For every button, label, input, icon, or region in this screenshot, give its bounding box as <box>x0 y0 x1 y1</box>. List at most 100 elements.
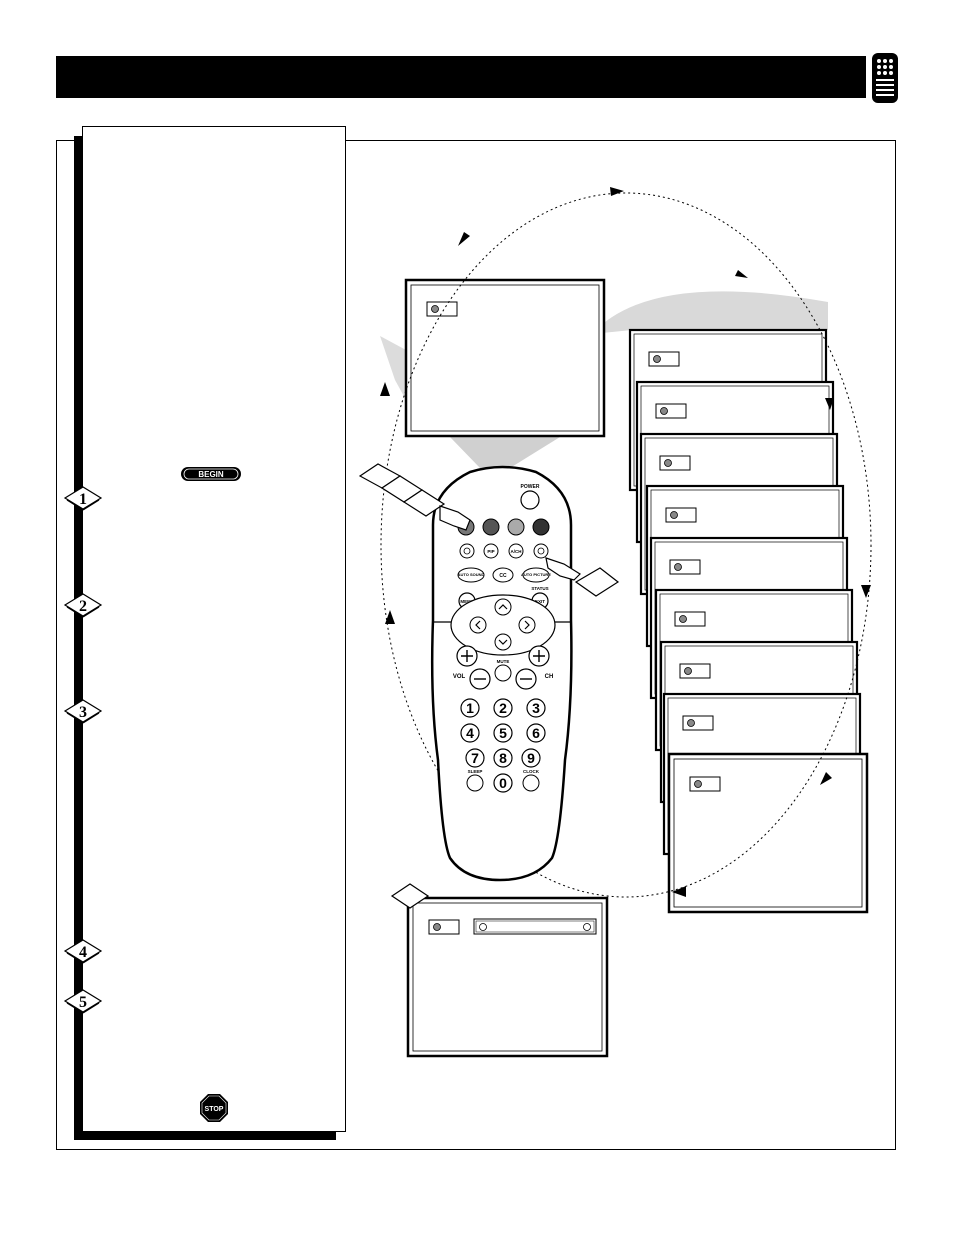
begin-badge: BEGIN <box>181 467 241 481</box>
sleep-button[interactable] <box>466 774 484 792</box>
instruction-panel <box>82 126 346 1132</box>
digit-label: 0 <box>499 775 507 791</box>
digit-label: 9 <box>527 750 535 766</box>
smart-sound-button[interactable] <box>459 543 475 559</box>
green-button[interactable] <box>482 518 500 536</box>
light-beam-right <box>592 291 828 334</box>
pointer-tab-right <box>574 567 620 597</box>
arrow-bottom <box>672 886 686 897</box>
arrow-right-mid <box>825 398 834 410</box>
stop-text: STOP <box>205 1106 224 1113</box>
step-number: 1 <box>79 491 87 508</box>
sleep-label: SLEEP <box>468 769 483 774</box>
digit-button[interactable] <box>493 773 513 793</box>
plus-icon <box>533 650 545 662</box>
step-number: 2 <box>79 598 87 615</box>
digit-label: 3 <box>532 700 540 716</box>
plus-icon <box>461 650 473 662</box>
mute-label: MUTE <box>497 659 510 664</box>
auto-sound-label: AUTO SOUND <box>458 572 485 577</box>
title-bar <box>56 56 866 98</box>
digit-button[interactable] <box>460 698 480 718</box>
arrow-left-upper <box>380 382 390 396</box>
step-marker: 2 <box>63 593 103 618</box>
digit-label: 8 <box>499 750 507 766</box>
cc-button[interactable] <box>492 567 514 583</box>
arrow-top-left <box>458 232 470 246</box>
step-marker: 5 <box>63 989 103 1014</box>
nav-left-button[interactable] <box>469 616 487 634</box>
remote-control: POWER PIP A/CH AUTO SOUND CC AUTO PICTUR… <box>430 465 573 882</box>
digit-button[interactable] <box>460 723 480 743</box>
blue-button[interactable] <box>532 518 550 536</box>
digit-button[interactable] <box>465 748 485 768</box>
step-number: 3 <box>79 704 87 721</box>
pointer-tab-bottom <box>390 883 430 909</box>
auto-picture-label: AUTO PICTURE <box>521 572 551 577</box>
smart-sound-icon <box>463 547 471 555</box>
pointing-hand-icon <box>545 557 581 581</box>
tv-screen-bottom <box>406 896 609 1058</box>
nav-up-button[interactable] <box>494 598 512 616</box>
arrow-top <box>610 187 624 196</box>
step-marker: 4 <box>63 939 103 964</box>
yellow-button[interactable] <box>507 518 525 536</box>
av-button[interactable] <box>508 543 524 559</box>
ch-label: CH <box>545 674 554 680</box>
pip-label: PIP <box>487 549 494 554</box>
number-keypad: 1 2 3 4 5 6 7 8 9 0 <box>460 698 546 793</box>
tv-screen-top <box>404 278 606 438</box>
remote-control-icon <box>872 53 898 103</box>
pip-button[interactable] <box>483 543 499 559</box>
nav-down-button[interactable] <box>494 633 512 651</box>
digit-button[interactable] <box>526 723 546 743</box>
menu-label: MENU <box>460 599 473 604</box>
arrow-left-mid <box>385 610 395 624</box>
digit-label: 6 <box>532 725 540 741</box>
step-number: 4 <box>79 944 87 961</box>
step-number: 5 <box>79 994 87 1011</box>
smart-picture-button[interactable] <box>533 543 549 559</box>
cc-label: CC <box>499 573 507 579</box>
digit-button[interactable] <box>493 698 513 718</box>
mute-button[interactable] <box>494 664 512 682</box>
exit-label: EXIT <box>535 599 545 604</box>
pointer-tabs-left <box>358 463 446 517</box>
clock-button[interactable] <box>522 774 540 792</box>
remote-light-beam <box>450 437 560 468</box>
digit-label: 2 <box>499 700 507 716</box>
clock-label: CLOCK <box>523 769 540 774</box>
digit-label: 1 <box>466 700 474 716</box>
navigation-pad <box>450 594 556 656</box>
step-marker: 3 <box>63 699 103 724</box>
chevron-right-icon <box>524 620 530 630</box>
digit-label: 7 <box>471 750 479 766</box>
auto-sound-button[interactable] <box>457 567 485 583</box>
light-beam-left <box>380 336 406 400</box>
chevron-down-icon <box>498 639 508 645</box>
digit-button[interactable] <box>521 748 541 768</box>
digit-label: 4 <box>466 725 474 741</box>
stacked-screen-front <box>667 752 869 914</box>
nav-right-button[interactable] <box>518 616 536 634</box>
power-button[interactable] <box>520 490 540 510</box>
vol-label: VOL <box>453 674 466 680</box>
status-label: STATUS <box>531 586 548 591</box>
pointing-hand-icon <box>439 505 471 531</box>
arrow-bottom-right <box>820 772 832 785</box>
step-marker: 1 <box>63 486 103 511</box>
digit-label: 5 <box>499 725 507 741</box>
digit-button[interactable] <box>493 748 513 768</box>
begin-text: BEGIN <box>198 470 224 479</box>
content-frame <box>56 140 896 1150</box>
stop-badge: STOP <box>200 1094 228 1122</box>
smart-picture-icon <box>537 547 545 555</box>
screen-stack <box>628 328 869 914</box>
digit-button[interactable] <box>526 698 546 718</box>
step-markers: 1 2 3 4 5 <box>63 486 103 1014</box>
digit-button[interactable] <box>493 723 513 743</box>
power-label: POWER <box>521 484 540 490</box>
auto-picture-button[interactable] <box>522 567 550 583</box>
chevron-left-icon <box>475 620 481 630</box>
